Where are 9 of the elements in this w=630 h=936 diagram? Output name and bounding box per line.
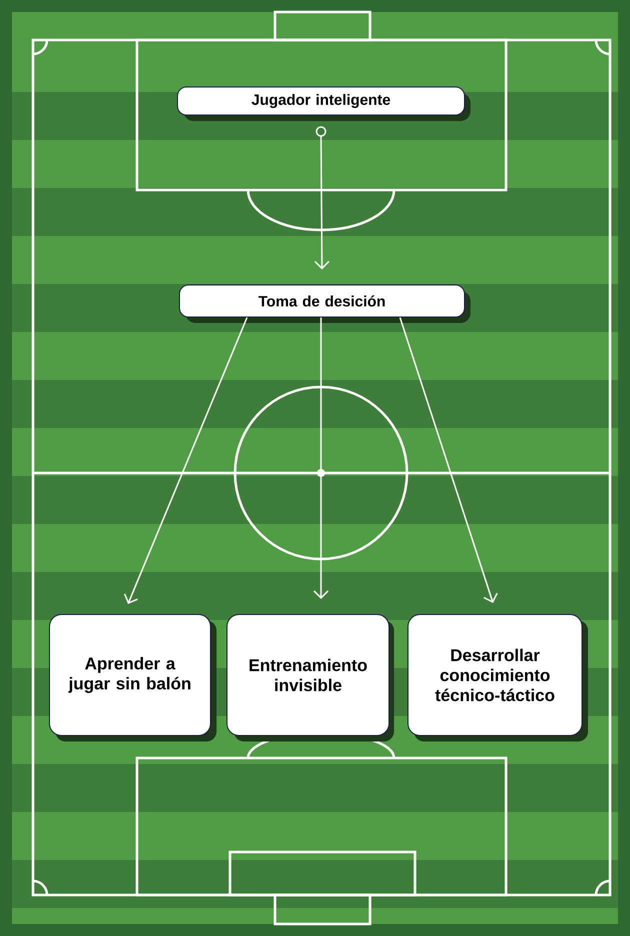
text-box: Jugador inteligente	[177, 86, 470, 121]
arrow	[124, 317, 248, 604]
text-box: Aprender a jugar sin balón	[49, 614, 216, 742]
text-box: Entrenamiento invisible	[226, 614, 394, 742]
arrow	[314, 126, 330, 270]
text-box: Desarrollar conocimiento técnico-táctico	[408, 614, 588, 742]
arrow	[313, 318, 329, 599]
arrow	[399, 317, 498, 603]
text-box: Toma de desición	[179, 284, 470, 323]
